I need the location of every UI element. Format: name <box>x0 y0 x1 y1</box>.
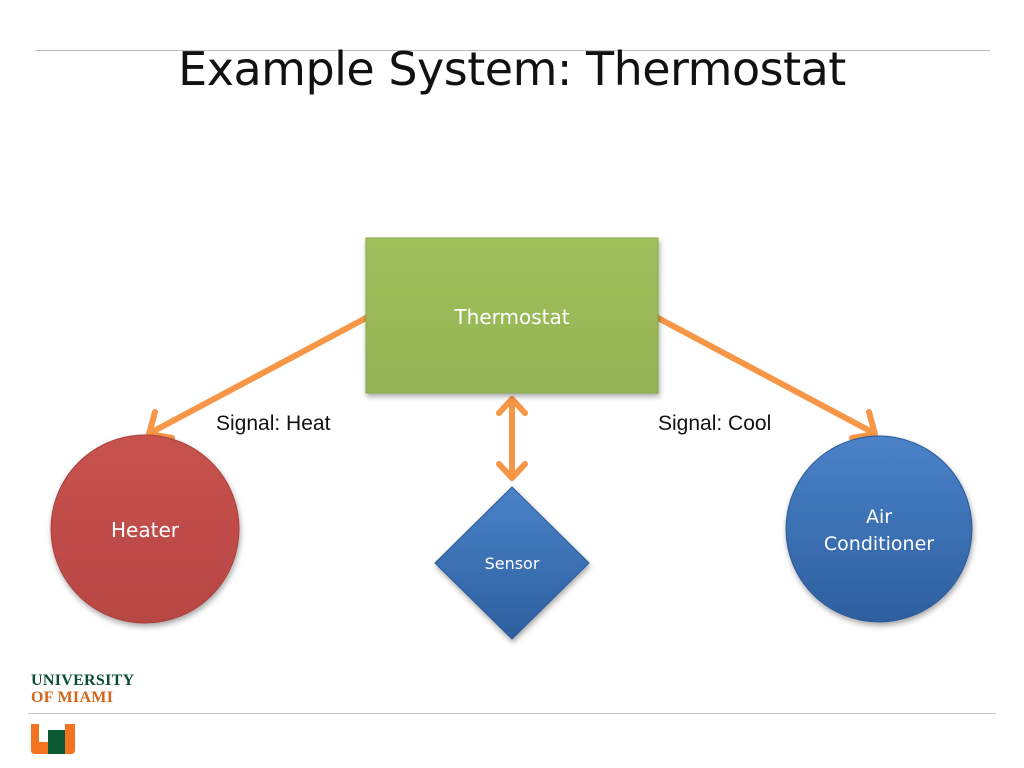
university-u-logo-icon <box>31 724 75 754</box>
thermostat-label: Thermostat <box>453 305 569 329</box>
footer-divider <box>28 713 996 714</box>
air-conditioner-label-line1: Air <box>866 506 892 528</box>
heater-label: Heater <box>111 518 180 542</box>
edge-thermostat-air-conditioner <box>655 315 878 441</box>
heater-node: Heater <box>50 434 240 624</box>
air-conditioner-label-line2: Conditioner <box>824 533 934 555</box>
slide-title: Example System: Thermostat <box>178 42 846 96</box>
signal-cool-label: Signal: Cool <box>658 412 771 435</box>
thermostat-node: Thermostat <box>365 237 659 394</box>
air-conditioner-node: Air Conditioner <box>785 435 973 623</box>
title-divider <box>35 50 990 51</box>
university-logo-line1: UNIVERSITY <box>31 672 135 689</box>
edge-thermostat-sensor <box>496 396 528 481</box>
signal-heat-label: Signal: Heat <box>216 412 331 435</box>
sensor-label: Sensor <box>485 554 540 573</box>
sensor-node: Sensor <box>434 486 590 640</box>
university-logo-line2: OF MIAMI <box>31 689 114 706</box>
